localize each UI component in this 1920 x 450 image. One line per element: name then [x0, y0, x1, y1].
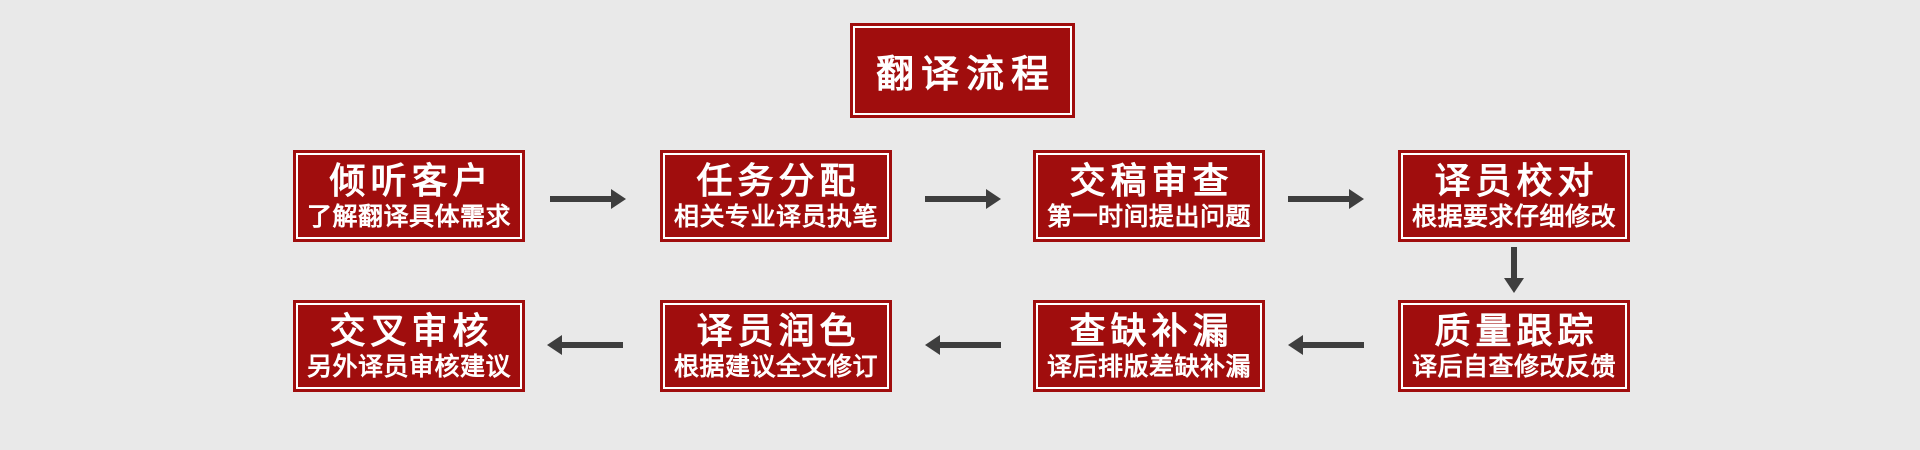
step-title: 质量跟踪 — [1434, 309, 1599, 351]
flow-step-listen-customers: 倾听客户 了解翻译具体需求 — [293, 150, 525, 242]
step-title: 交叉审核 — [329, 309, 494, 351]
step-subtitle: 了解翻译具体需求 — [306, 203, 511, 232]
flow-step-gap-filling: 查缺补漏 译后排版差缺补漏 — [1033, 300, 1265, 392]
step-subtitle: 译后自查修改反馈 — [1411, 353, 1616, 382]
step-subtitle: 另外译员审核建议 — [306, 353, 511, 382]
flow-step-quality-tracking: 质量跟踪 译后自查修改反馈 — [1398, 300, 1630, 392]
arrow-left-icon — [547, 333, 623, 357]
step-title: 查缺补漏 — [1069, 309, 1234, 351]
arrow-down-icon — [1502, 247, 1526, 293]
step-title: 译员润色 — [696, 309, 861, 351]
arrow-left-icon — [1288, 333, 1364, 357]
step-title: 交稿审查 — [1069, 159, 1234, 201]
step-subtitle: 根据要求仔细修改 — [1411, 203, 1616, 232]
step-subtitle: 相关专业译员执笔 — [673, 203, 878, 232]
flow-step-submission-review: 交稿审查 第一时间提出问题 — [1033, 150, 1265, 242]
flow-step-cross-review: 交叉审核 另外译员审核建议 — [293, 300, 525, 392]
step-subtitle: 译后排版差缺补漏 — [1046, 353, 1251, 382]
step-title: 译员校对 — [1434, 159, 1599, 201]
arrow-left-icon — [925, 333, 1001, 357]
step-subtitle: 第一时间提出问题 — [1046, 203, 1251, 232]
flow-title-box: 翻译流程 — [850, 23, 1075, 118]
arrow-right-icon — [1288, 187, 1364, 211]
arrow-right-icon — [925, 187, 1001, 211]
flow-step-translator-polishing: 译员润色 根据建议全文修订 — [660, 300, 892, 392]
flow-step-translator-proofreading: 译员校对 根据要求仔细修改 — [1398, 150, 1630, 242]
step-title: 倾听客户 — [329, 159, 494, 201]
arrow-right-icon — [550, 187, 626, 211]
flow-step-task-allocation: 任务分配 相关专业译员执笔 — [660, 150, 892, 242]
flow-title-label: 翻译流程 — [875, 54, 1056, 96]
step-title: 任务分配 — [696, 159, 861, 201]
step-subtitle: 根据建议全文修订 — [673, 353, 878, 382]
